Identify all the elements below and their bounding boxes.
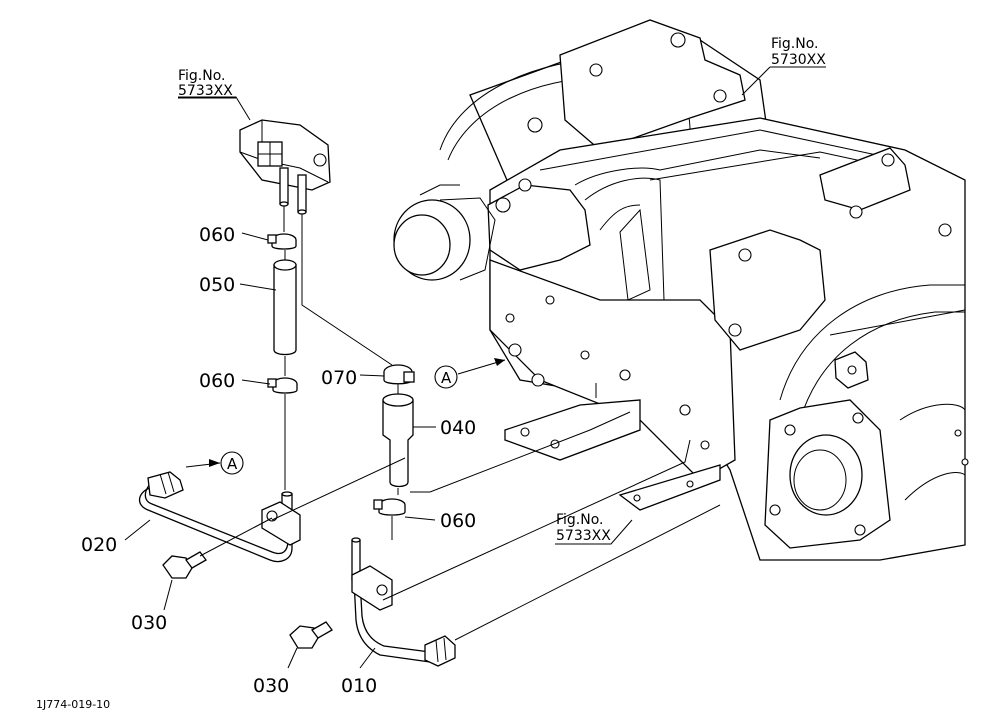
callout-leader-060-mid xyxy=(241,379,271,385)
callout-leader-030-right xyxy=(287,647,298,669)
hose-clamp-060-top xyxy=(267,233,297,250)
fig-ref-top-left-line1: Fig.No. xyxy=(178,68,226,84)
callout-010: 010 xyxy=(341,675,377,697)
callout-030-left: 030 xyxy=(131,612,167,634)
callout-060-bottom: 060 xyxy=(440,510,476,532)
callout-040: 040 xyxy=(440,417,476,439)
pressure-sensor xyxy=(239,119,331,215)
callout-leader-050 xyxy=(239,283,277,291)
bolt-030-left xyxy=(162,551,207,579)
fig-ref-leader-bottom xyxy=(555,519,633,545)
fig-ref-top-right-line1: Fig.No. xyxy=(771,36,819,52)
hose-clamp-060-mid xyxy=(267,377,298,394)
callout-leader-070 xyxy=(359,374,385,377)
assembly-line-1 xyxy=(271,457,406,521)
callout-060-top: 060 xyxy=(199,224,235,246)
reference-marker-a-upper-label: A xyxy=(441,369,452,387)
callout-050: 050 xyxy=(199,274,235,296)
callout-030-right: 030 xyxy=(253,675,289,697)
assembly-line-4 xyxy=(454,504,721,641)
assembly-line-3 xyxy=(382,439,691,601)
reference-marker-a-lower xyxy=(185,451,244,475)
callout-leader-020 xyxy=(124,519,151,541)
pipe-020 xyxy=(138,471,301,563)
reference-marker-a-upper xyxy=(434,358,506,389)
callout-070: 070 xyxy=(321,367,357,389)
callout-020: 020 xyxy=(81,534,117,556)
callout-leader-030-left xyxy=(163,579,173,611)
hose-clamp-060-bottom xyxy=(373,498,406,516)
callout-060-mid: 060 xyxy=(199,370,235,392)
fig-ref-bottom-line2: 5733XX xyxy=(556,528,611,544)
leader-bolt-030-left xyxy=(199,517,273,557)
hose-route-line xyxy=(301,214,393,366)
drawing-code: 1J774-019-10 xyxy=(36,698,110,711)
hose-050 xyxy=(273,259,297,356)
fig-ref-bottom-line1: Fig.No. xyxy=(556,512,604,528)
reference-marker-a-lower-label: A xyxy=(227,455,238,473)
fig-ref-leader-top-left xyxy=(178,96,251,121)
hose-040 xyxy=(382,393,414,488)
hose-clamp-070 xyxy=(383,364,415,385)
callout-leader-060-top xyxy=(241,232,269,241)
dpf-muffler-assembly xyxy=(393,19,969,561)
pipe-010 xyxy=(351,537,456,667)
fig-ref-top-right-line2: 5730XX xyxy=(771,52,826,68)
fig-ref-top-left-line2: 5733XX xyxy=(178,83,233,99)
callout-leader-060-bottom xyxy=(404,516,436,521)
assembly-line-2 xyxy=(410,411,631,493)
callout-leader-010 xyxy=(359,647,376,669)
bolt-030-right xyxy=(289,621,333,649)
fig-ref-leader-top-right xyxy=(741,66,771,96)
